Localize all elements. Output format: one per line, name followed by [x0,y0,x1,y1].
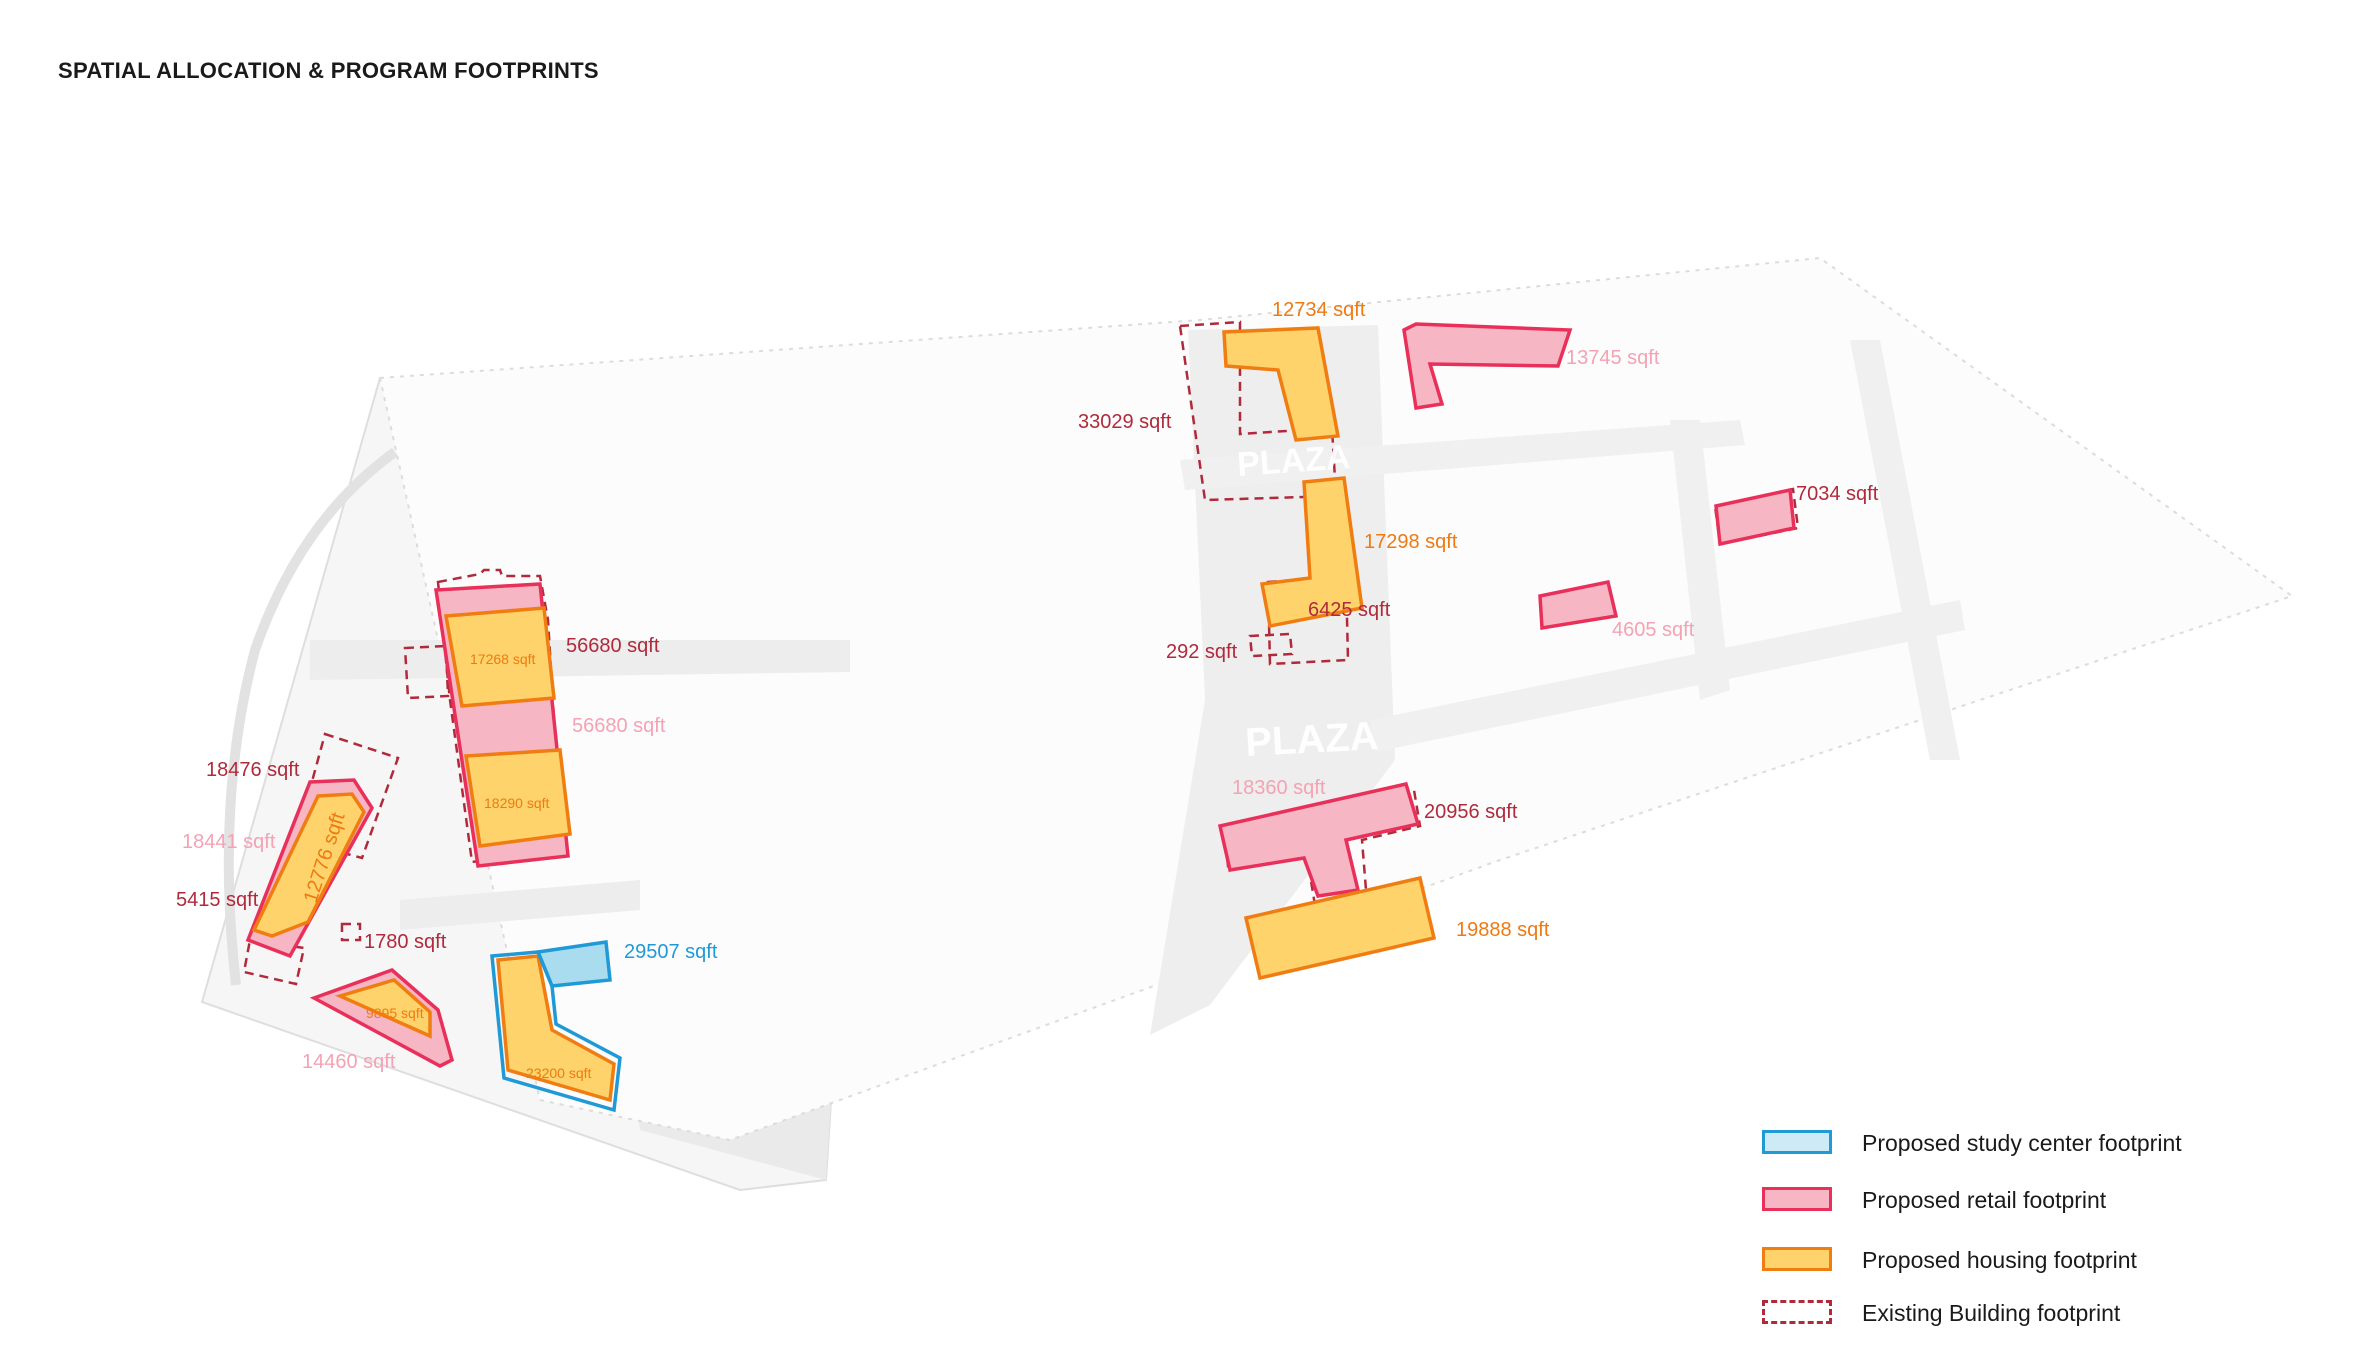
legend-swatch-study [1762,1130,1832,1154]
road-east-3 [1670,420,1730,700]
label-13745: 13745 sqft [1566,347,1660,369]
legend-swatch-housing [1762,1247,1832,1271]
label-6425: 6425 sqft [1308,599,1391,621]
existing-footprint-1780 [340,922,362,942]
label-56680-retail: 56680 sqft [572,715,666,737]
housing-footprints [251,326,1437,1103]
plaza-label-north: PLAZA [1236,438,1352,484]
existing-footprint-292 [1248,632,1294,658]
label-4605: 4605 sqft [1612,619,1695,641]
retail-footprint-4605 [1538,579,1619,631]
label-5415: 5415 sqft [176,889,259,911]
retail-footprint-20956 [1217,781,1421,898]
legend-label-existing: Existing Building footprint [1862,1300,2121,1326]
road-east-4 [1850,340,1960,760]
housing-footprint-12734 [1222,326,1341,442]
study-footprints [490,940,622,1113]
existing-footprint-56680-wing [403,644,450,700]
label-17298: 17298 sqft [1364,531,1458,553]
label-18290: 18290 sqft [484,795,549,811]
retail-footprint-13745 [1402,322,1573,410]
legend-label-housing: Proposed housing footprint [1862,1247,2137,1273]
label-17268: 17268 sqft [470,651,535,667]
label-9895: 9895 sqft [366,1005,424,1021]
housing-footprint-9895 [334,978,432,1039]
road-east-1 [1180,420,1745,490]
road-east-2 [1370,600,1965,752]
retail-footprint-7034 [1714,487,1796,547]
legend-swatch-existing [1762,1300,1832,1324]
label-29507: 29507 sqft [624,941,718,963]
plaza-label-south: PLAZA [1244,714,1379,765]
label-18476: 18476 sqft [206,759,300,781]
housing-footprint-17268 [443,606,556,708]
housing-footprint-12776 [251,792,367,938]
page-title: SPATIAL ALLOCATION & PROGRAM FOOTPRINTS [58,58,599,83]
legend-label-study: Proposed study center footprint [1862,1130,2182,1156]
label-33029: 33029 sqft [1078,411,1172,433]
existing-footprint-33029 [1178,320,1338,502]
legend-swatch-retail [1762,1187,1832,1211]
label-19888: 19888 sqft [1456,919,1550,941]
road-west-2 [400,880,640,930]
area-labels: 12734 sqft 13745 sqft 33029 sqft 7034 sq… [176,299,1879,1081]
label-20956: 20956 sqft [1424,801,1518,823]
housing-footprint-19888 [1243,875,1437,981]
study-footprint-outline [490,950,622,1113]
label-292: 292 sqft [1166,641,1238,663]
label-7034: 7034 sqft [1796,483,1879,505]
label-14460: 14460 sqft [302,1051,396,1073]
label-56680-existing: 56680 sqft [566,635,660,657]
label-18360: 18360 sqft [1232,777,1326,799]
label-12734: 12734 sqft [1272,299,1366,321]
housing-footprint-17298 [1259,476,1364,629]
site-curve-west [223,447,398,986]
existing-footprint-56680 [436,568,564,864]
label-1780: 1780 sqft [364,931,447,953]
housing-footprint-18290 [463,748,572,848]
label-18441: 18441 sqft [182,831,276,853]
legend-label-retail: Proposed retail footprint [1862,1187,2107,1213]
label-23200: 23200 sqft [526,1065,591,1081]
